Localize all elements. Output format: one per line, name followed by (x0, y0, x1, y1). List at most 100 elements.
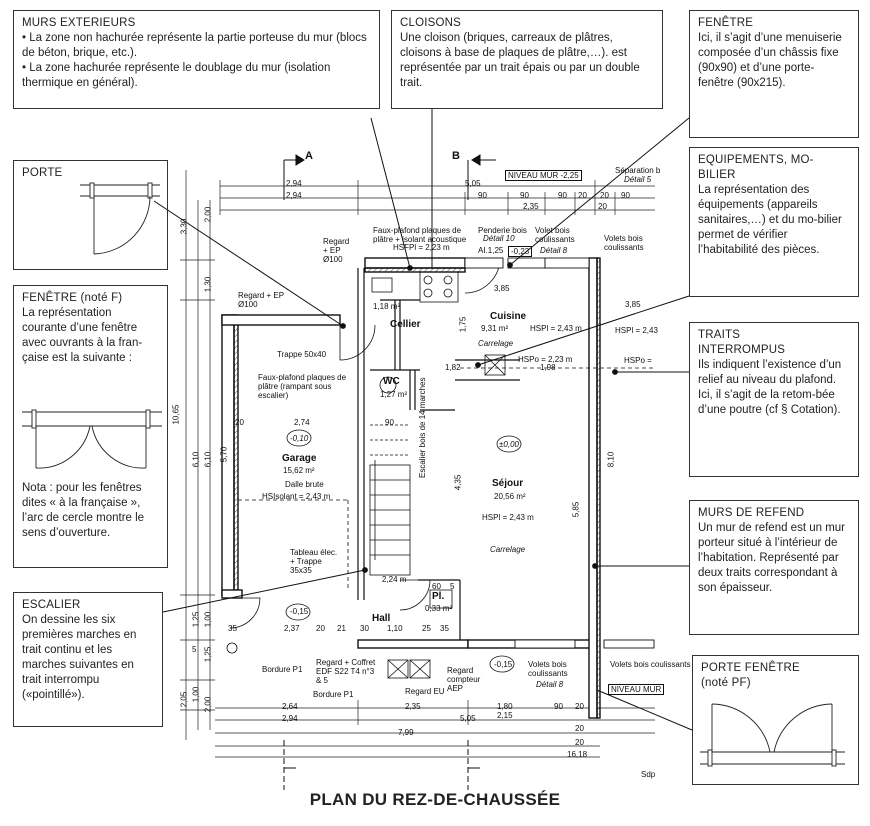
callout-porte: PORTE (13, 160, 168, 270)
room-placard-name: Pl. (432, 591, 445, 602)
dim-mid: 60 (432, 582, 441, 591)
dim-bottom: 2,15 (497, 711, 513, 720)
dim-mid: 4,35 (453, 474, 463, 491)
room-sejour-area: 20,56 m² (494, 492, 526, 501)
dim-mid: 1,82 (445, 363, 461, 372)
dim-left: 1,00 (191, 686, 201, 703)
dim-left: 3,30 (179, 218, 189, 235)
dim-bottom: 25 (422, 624, 431, 633)
callout-murs-de-refend: MURS DE REFEND Un mur de refend est un m… (689, 500, 859, 635)
hspo-right-label: HSPo = (624, 356, 652, 365)
dim-top: 90 (558, 191, 567, 200)
niveau-mur2-label: NIVEAU MUR (608, 684, 665, 695)
callout-text: Une cloison (briques, carreaux de plâtre… (400, 32, 640, 89)
beam-dashed-lines (237, 367, 655, 590)
callout-note: Nota : pour les fenêtres dites « à la fr… (22, 482, 145, 539)
kitchen-equipment (371, 271, 506, 609)
dim-top: 20 (578, 191, 587, 200)
callout-fenetre: FENÊTRE Ici, il s’agit d’une menuiserie … (689, 10, 859, 138)
volet-label: Volets bois coulissants (604, 234, 644, 252)
dimension-lines-top (219, 180, 655, 215)
room-hall-name: Hall (372, 613, 391, 624)
bordure-label: Bordure P1 (262, 665, 303, 674)
sdp-label: Sdp (641, 770, 656, 779)
hsfpl-label: HSFPl = 2,23 m (393, 243, 450, 252)
dim-top: 5,05 (465, 179, 481, 188)
room-garage-sol: Dalle brute (285, 480, 324, 489)
fenetre-illustration (22, 409, 162, 469)
dim-mid: 2,74 (294, 418, 310, 427)
dim-bottom: 20 (575, 702, 584, 711)
ai-label: AI.1,25 (478, 246, 504, 255)
dim-left: 1,00 (203, 611, 213, 628)
dim-left: 6,10 (203, 451, 213, 468)
dim-bottom: 5,05 (460, 714, 476, 723)
dim-left: 10,65 (171, 404, 181, 425)
niveau-mur-label: NIVEAU MUR -2,25 (505, 170, 582, 181)
regard-eu-label: Regard EU (405, 687, 445, 696)
level-ext2: -0,15 (494, 660, 513, 669)
dim-left: 1,25 (203, 646, 213, 663)
dim-top: 2,94 (286, 191, 302, 200)
detail10-label: Détail 10 (483, 234, 515, 243)
dim-bottom: 35 (440, 624, 449, 633)
room-sejour-hsp: HSPl = 2,43 m (482, 513, 534, 522)
volet-label: Volets bois coulissants (528, 660, 568, 678)
dimension-lines-bottom (215, 700, 655, 758)
dim-top: 90 (520, 191, 529, 200)
dim-bottom: 20 (316, 624, 325, 633)
callout-title: PORTE FENÊTRE (noté PF) (701, 662, 800, 689)
dim-left: 1,25 (191, 611, 201, 628)
room-wc-area: 1,27 m² (380, 390, 408, 399)
dim-left: 1,30 (203, 276, 213, 293)
trappe-label: Trappe 50x40 (277, 350, 327, 359)
level-ext1: -0,15 (290, 607, 309, 616)
callout-murs-exterieurs: MURS EXTERIEURS • La zone non hachurée r… (13, 10, 380, 109)
room-sejour-name: Séjour (492, 478, 524, 489)
callout-title: MURS EXTERIEURS (22, 17, 136, 29)
exterior-walls (221, 257, 601, 719)
escalier-bois-label: Escalier bois de 14 marches (418, 377, 427, 479)
section-label-a: A (305, 150, 313, 162)
dim-mid: 2,24 m (382, 575, 407, 584)
callout-equipements: EQUIPEMENTS, MO- BILIER La représentatio… (689, 147, 859, 297)
regard-ep-label: Regard + EP Ø100 (323, 237, 350, 264)
dim-left: 6,10 (191, 451, 201, 468)
dim-bottom: 2,94 (282, 714, 298, 723)
room-cuisine-area: 9,31 m² (481, 324, 509, 333)
callout-title: TRAITS INTERROMPUS (698, 329, 786, 356)
exterior-details (226, 262, 618, 679)
dim-bottom: 1,80 (497, 702, 513, 711)
dim-left: 2,00 (203, 696, 213, 713)
section-marker-b (467, 154, 496, 790)
detail8b-label: Détail 8 (536, 680, 564, 689)
bordure2-label: Bordure P1 (313, 690, 354, 699)
dim-top: 20 (598, 202, 607, 211)
dim-bottom: 2,37 (284, 624, 300, 633)
detail5-label: Détail 5 (624, 175, 652, 184)
callout-text: La représentation des équipements (appar… (698, 184, 842, 256)
detail8-label: Détail 8 (540, 246, 568, 255)
dim-bottom: 20 (575, 724, 584, 733)
callout-escalier: ESCALIER On dessine les six premières ma… (13, 592, 163, 727)
callout-title: PORTE (22, 167, 63, 179)
callout-leaders (153, 107, 700, 731)
dim-mid: 1,75 (458, 316, 468, 333)
dim-bottom: 16,18 (567, 750, 588, 759)
faux-plafond-label: Faux-plafond plaques de plâtre + isolant… (373, 226, 467, 244)
dim-top: 20 (600, 191, 609, 200)
page-title: PLAN DU REZ-DE-CHAUSSÉE (309, 790, 561, 809)
dim-mid: 90 (385, 418, 394, 427)
dim-mid: 3,85 (625, 300, 641, 309)
callout-text: On dessine les six premières marches en … (22, 614, 137, 701)
regard-aep-label: Regard compteur AEP (447, 666, 481, 693)
dim-mid: 1,98 (540, 363, 556, 372)
callout-cloisons: CLOISONS Une cloison (briques, carreaux … (391, 10, 663, 109)
callout-title: ESCALIER (22, 599, 81, 611)
dim-bottom: 30 (360, 624, 369, 633)
dim-bottom: 20 (575, 738, 584, 747)
hspl-right-label: HSPl = 2,43 (615, 326, 658, 335)
room-wc-name: WC (383, 376, 400, 387)
separation-label: Séparation b (615, 166, 661, 175)
room-cellier-area: 1,18 m² (373, 302, 401, 311)
